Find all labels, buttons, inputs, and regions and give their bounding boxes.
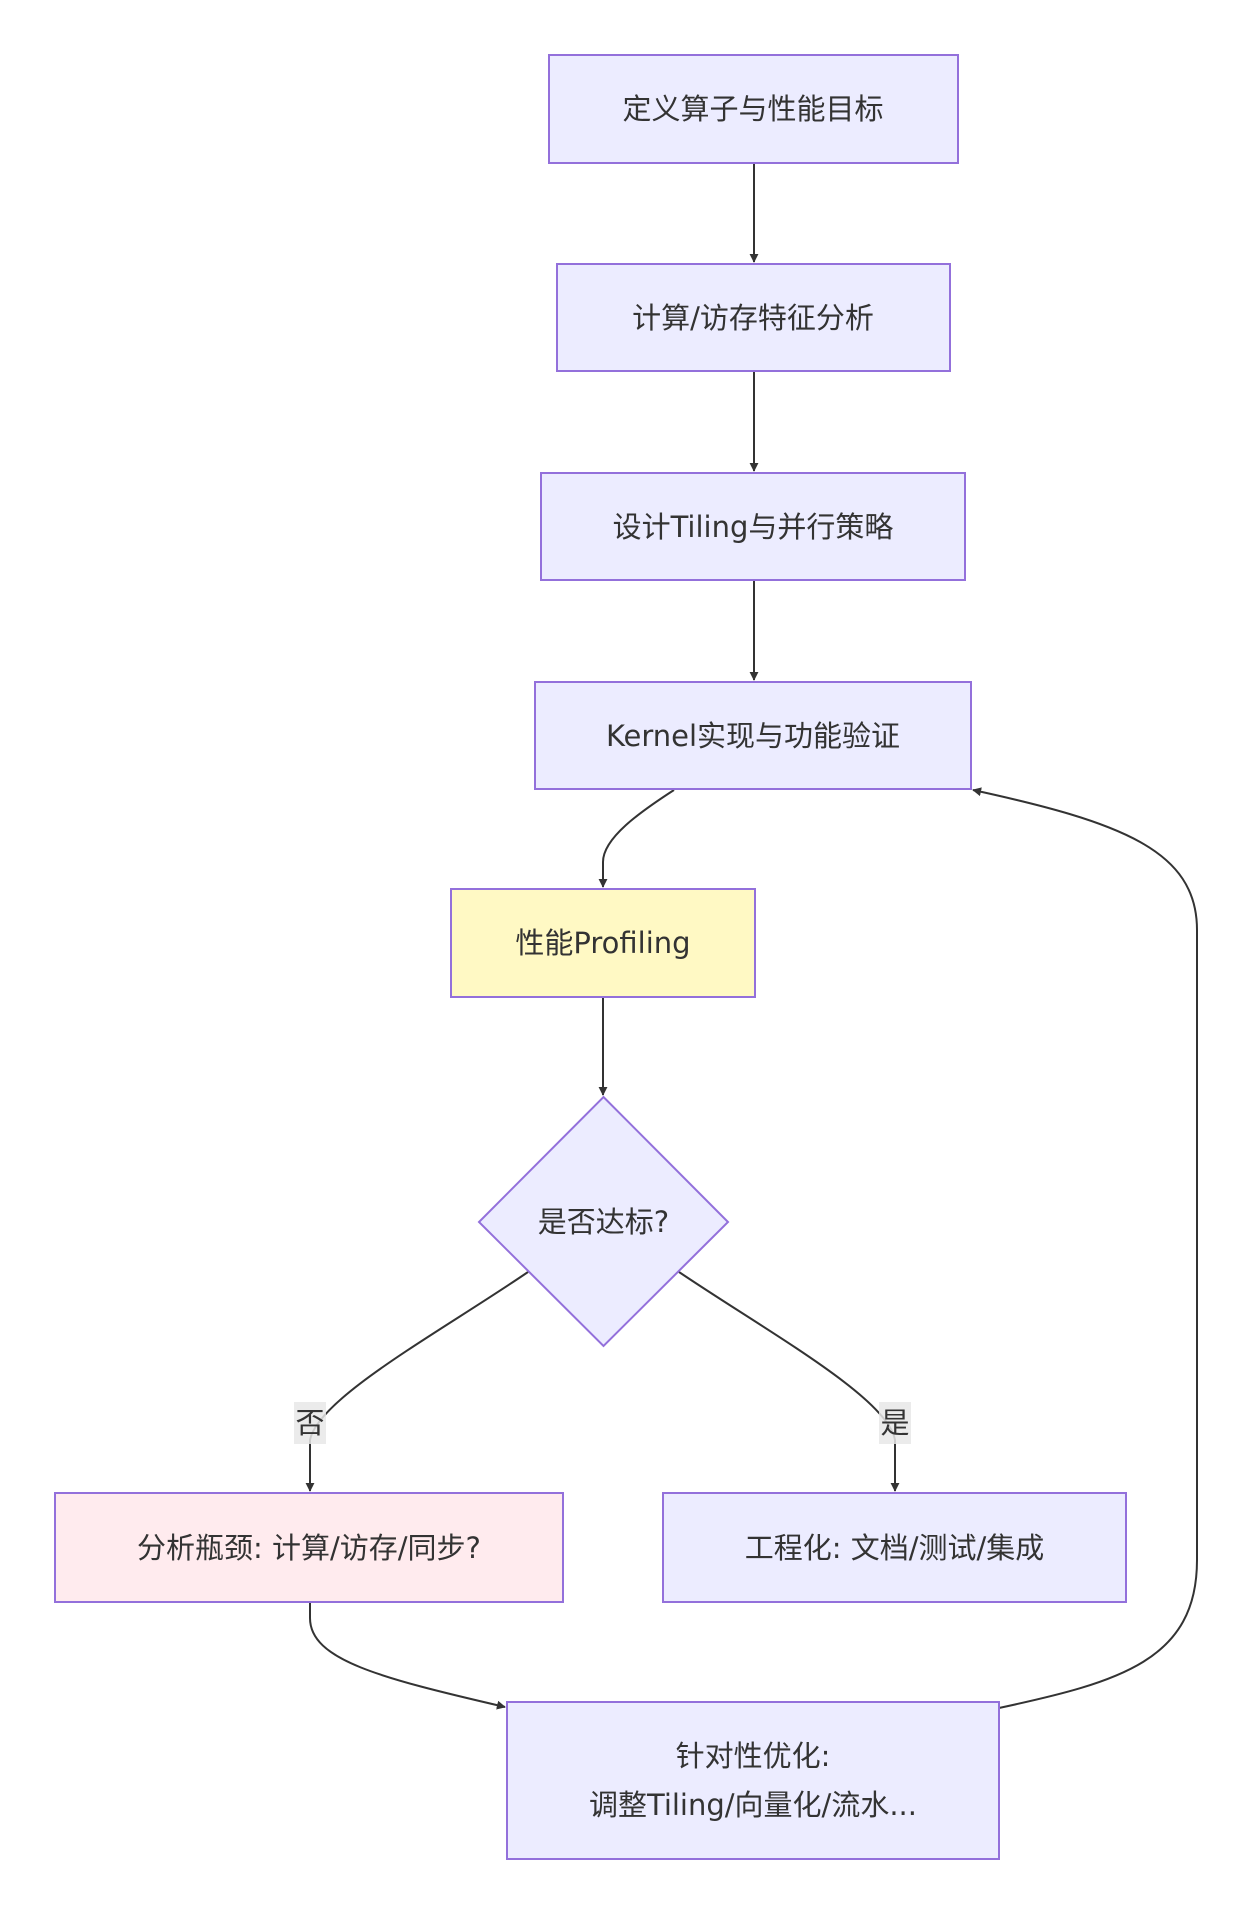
node-analyze: 计算/访存特征分析 — [556, 263, 951, 372]
edge-decision-to-bottleneck — [305, 1271, 529, 1492]
node-decision-diamond — [477, 1095, 730, 1348]
edge-optimize-to-kernel — [972, 787, 1198, 1709]
edge-label-no-text: 否 — [295, 1406, 324, 1440]
node-bottleneck-box — [54, 1492, 564, 1603]
edge-label-yes-text: 是 — [880, 1406, 909, 1440]
node-kernel: Kernel实现与功能验证 — [534, 681, 972, 790]
edges — [305, 163, 1198, 1710]
node-optimize-label-line1: 针对性优化: — [676, 1739, 831, 1773]
edge-decision-to-engineering — [678, 1271, 900, 1492]
node-engineering-box — [662, 1492, 1127, 1603]
node-bottleneck-label: 分析瓶颈: 计算/访存/同步? — [137, 1531, 481, 1565]
node-kernel-label: Kernel实现与功能验证 — [606, 719, 900, 753]
node-optimize-box — [506, 1701, 1000, 1860]
node-profiling-label: 性能Profiling — [515, 926, 690, 960]
edge-kernel-to-profiling — [598, 789, 675, 888]
node-profiling: 性能Profiling — [450, 888, 756, 998]
node-analyze-label: 计算/访存特征分析 — [632, 301, 874, 335]
node-define: 定义算子与性能目标 — [548, 54, 959, 164]
edge-label-yes: 是 — [879, 1402, 911, 1444]
node-analyze-box — [556, 263, 951, 372]
node-kernel-box — [534, 681, 972, 790]
node-profiling-box — [450, 888, 756, 998]
edge-bottleneck-to-optimize — [309, 1602, 506, 1710]
node-design: 设计Tiling与并行策略 — [540, 472, 966, 581]
node-decision-label: 是否达标? — [538, 1205, 669, 1239]
edge-label-no: 否 — [294, 1402, 326, 1444]
node-define-box — [548, 54, 959, 164]
node-design-box — [540, 472, 966, 581]
node-engineering-label: 工程化: 文档/测试/集成 — [745, 1531, 1045, 1565]
node-decision: 是否达标? — [477, 1095, 730, 1348]
node-engineering: 工程化: 文档/测试/集成 — [662, 1492, 1127, 1603]
node-optimize-label-line2: 调整Tiling/向量化/流水... — [589, 1788, 917, 1822]
node-define-label: 定义算子与性能目标 — [622, 92, 883, 126]
node-optimize: 针对性优化: 调整Tiling/向量化/流水... — [506, 1701, 1000, 1860]
node-bottleneck: 分析瓶颈: 计算/访存/同步? — [54, 1492, 564, 1603]
node-design-label: 设计Tiling与并行策略 — [613, 510, 894, 544]
